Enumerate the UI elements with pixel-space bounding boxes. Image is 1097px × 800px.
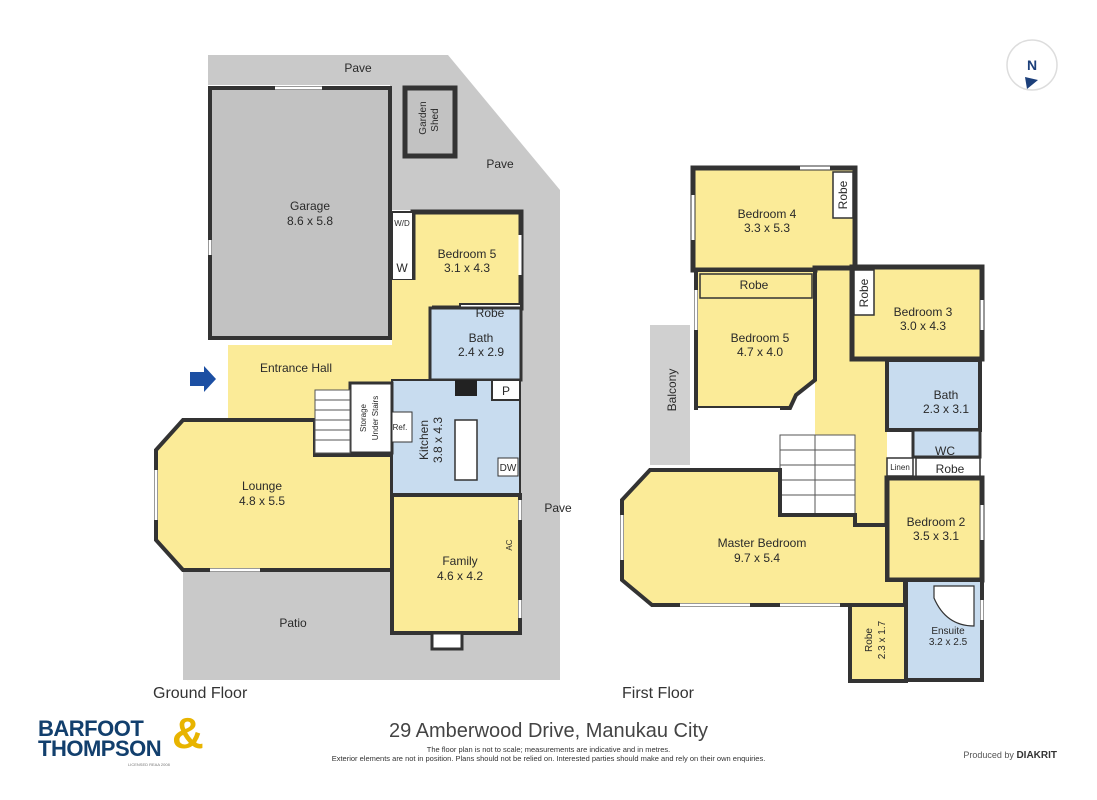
master-robe-name: Robe xyxy=(864,628,875,652)
first-bedroom5-name: Bedroom 5 xyxy=(731,331,790,345)
family-room xyxy=(390,493,522,635)
first-robe-b3-label: Robe xyxy=(857,278,871,307)
first-bedroom3-dims: 3.0 x 4.3 xyxy=(900,319,946,333)
corner-bath-icon xyxy=(933,585,975,627)
logo-ampersand: & xyxy=(172,709,204,758)
dishwasher xyxy=(497,457,519,477)
pave-label-top: Pave xyxy=(344,61,372,75)
first-stair-void xyxy=(698,408,780,468)
produced-by: Produced by DIAKRIT xyxy=(963,750,1057,761)
logo-line1: BARFOOT xyxy=(38,716,144,741)
compass-letter: N xyxy=(1027,57,1037,73)
pantry-label: P xyxy=(502,384,510,398)
produced-by-prefix: Produced by xyxy=(963,750,1014,760)
dw-label: DW xyxy=(500,463,517,474)
w-label: W xyxy=(396,261,408,275)
ensuite-name: Ensuite xyxy=(931,626,965,637)
first-bath-room xyxy=(885,358,982,432)
balcony-label: Balcony xyxy=(665,369,679,412)
entry-arrow-icon xyxy=(190,366,216,392)
pave-label-mid: Pave xyxy=(486,157,514,171)
ac-label: AC xyxy=(505,539,514,550)
storage-label-1: Storage xyxy=(359,403,368,432)
first-stairs xyxy=(779,434,856,516)
first-bedroom5-dims: 4.7 x 4.0 xyxy=(737,345,783,359)
first-linen-label: Linen xyxy=(890,463,910,472)
ground-robe-label: Robe xyxy=(476,306,505,320)
fireplace-icon xyxy=(430,631,464,651)
company-logo: BARFOOT THOMPSON & LICENSED REAA 2008 xyxy=(38,712,218,768)
garden-shed-label-2: Shed xyxy=(430,108,441,131)
garage-room xyxy=(208,86,392,340)
ground-bath-name: Bath xyxy=(469,331,494,345)
entrance-hall-label: Entrance Hall xyxy=(260,361,332,375)
ref-label: Ref. xyxy=(393,423,408,432)
ground-floor-plan: Pave Pave Pave Garden Shed Garage 8.6 x … xyxy=(154,55,572,680)
master-bedroom-room xyxy=(620,468,907,607)
logo-licence: LICENSED REAA 2008 xyxy=(128,762,170,767)
cooktop-icon xyxy=(455,380,477,396)
kitchen-name: Kitchen xyxy=(417,420,431,460)
pantry xyxy=(491,379,521,401)
ground-bath-dims: 2.4 x 2.9 xyxy=(458,345,504,359)
produced-by-brand: DIAKRIT xyxy=(1016,750,1057,761)
garage-name: Garage xyxy=(290,199,330,213)
first-robe-b5 xyxy=(699,273,813,299)
balcony-area xyxy=(650,325,690,465)
fridge xyxy=(391,411,413,443)
garden-shed xyxy=(402,85,458,159)
first-bedroom4-name: Bedroom 4 xyxy=(738,207,797,221)
first-floor-title: First Floor xyxy=(622,685,694,702)
patio-label: Patio xyxy=(279,616,307,630)
family-dims: 4.6 x 4.2 xyxy=(437,569,483,583)
storage-label-2: Under Stairs xyxy=(371,396,380,440)
first-wc-room xyxy=(911,428,982,459)
wd-label: W/D xyxy=(394,219,410,228)
garden-shed-label-1: Garden xyxy=(418,101,429,134)
first-floor-plan: Bedroom 4 3.3 x 5.3 Robe Robe Bedroom 5 … xyxy=(620,165,985,683)
family-name: Family xyxy=(442,554,477,568)
first-bedroom4-dims: 3.3 x 5.3 xyxy=(744,221,790,235)
first-bedroom2-room xyxy=(884,475,985,583)
disclaimer: The floor plan is not to scale; measurem… xyxy=(0,745,1097,763)
ground-bedroom5-dims: 3.1 x 4.3 xyxy=(444,261,490,275)
lounge-name: Lounge xyxy=(242,479,282,493)
logo-line2: THOMPSON xyxy=(38,736,162,761)
first-robe-b4 xyxy=(832,171,854,219)
disclaimer-line1: The floor plan is not to scale; measurem… xyxy=(426,745,671,754)
property-address: 29 Amberwood Drive, Manukau City xyxy=(388,720,709,742)
first-robe-b2-label: Robe xyxy=(936,462,965,476)
first-robe-b5-label: Robe xyxy=(740,278,769,292)
first-bath-name: Bath xyxy=(934,388,959,402)
disclaimer-line2: Exterior elements are not in position. P… xyxy=(331,754,766,763)
master-robe-dims: 2.3 x 1.7 xyxy=(877,620,888,659)
first-bedroom2-name: Bedroom 2 xyxy=(907,515,966,529)
lounge-dims: 4.8 x 5.5 xyxy=(239,494,285,508)
ensuite-dims: 3.2 x 2.5 xyxy=(929,637,968,648)
garage-dims: 8.6 x 5.8 xyxy=(287,214,333,228)
ground-pave-area xyxy=(208,55,560,680)
patio-area xyxy=(183,570,388,680)
ground-floor-title: Ground Floor xyxy=(153,685,248,702)
kitchen-dims: 3.8 x 4.3 xyxy=(431,417,445,463)
master-robe xyxy=(848,603,908,683)
kitchen-island xyxy=(454,419,478,481)
master-bedroom-name: Master Bedroom xyxy=(718,536,807,550)
master-bedroom-dims: 9.7 x 5.4 xyxy=(734,551,780,565)
pave-label-right: Pave xyxy=(544,501,572,515)
first-bath-dims: 2.3 x 3.1 xyxy=(923,402,969,416)
first-bedroom2-dims: 3.5 x 3.1 xyxy=(913,529,959,543)
ground-bedroom5-name: Bedroom 5 xyxy=(438,247,497,261)
first-bedroom5-room xyxy=(694,268,817,410)
compass-icon: N xyxy=(1006,39,1058,91)
first-robe-b4-label: Robe xyxy=(836,180,850,209)
first-wc-label: WC xyxy=(935,444,955,458)
first-bedroom3-name: Bedroom 3 xyxy=(894,305,953,319)
ground-stairs xyxy=(314,389,351,454)
first-robe-b3 xyxy=(853,269,875,316)
